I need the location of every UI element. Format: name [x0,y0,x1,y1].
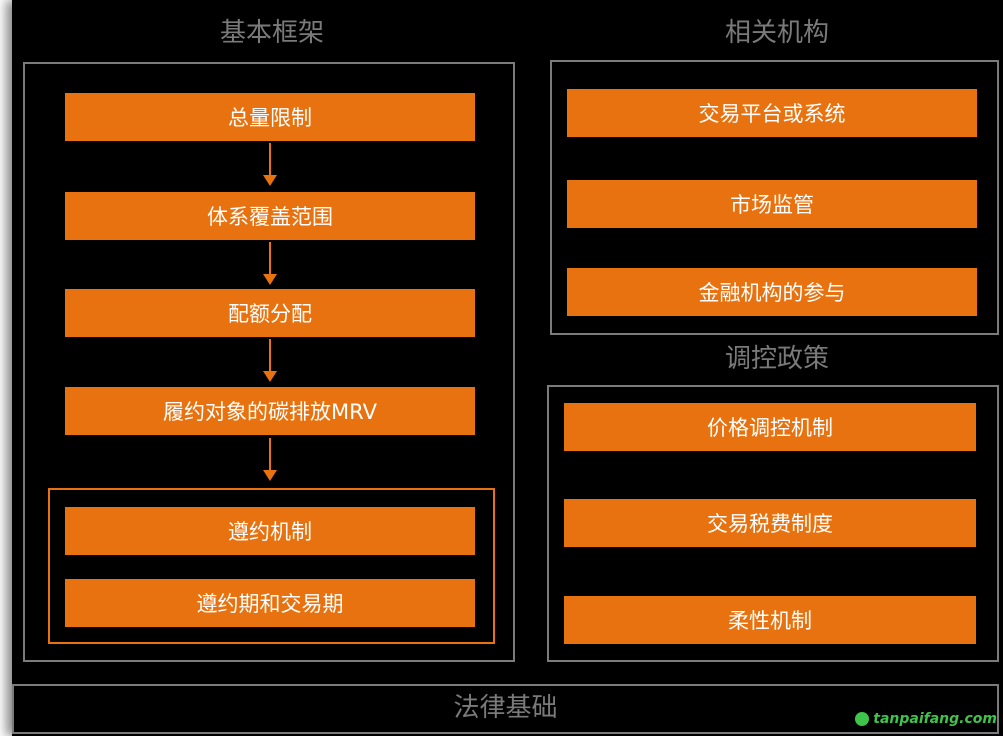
watermark: tanpaifang.com [855,711,997,727]
step-mrv: 履约对象的碳排放MRV [65,387,475,435]
step-total-cap: 总量限制 [65,93,475,141]
institution-market-supervision: 市场监管 [567,180,977,228]
framework-frame [23,62,515,662]
institutions-frame [550,60,999,335]
policy-flexible-mechanism: 柔性机制 [564,596,976,644]
diagram-board: 基本框架 总量限制 体系覆盖范围 配额分配 履约对象的碳排放MRV 遵约机制 遵… [12,0,1003,736]
institutions-title: 相关机构 [724,18,829,48]
step-allocation: 配额分配 [65,289,475,337]
framework-title: 基本框架 [219,18,324,48]
leaf-icon [855,712,870,726]
law-title: 法律基础 [453,693,558,723]
compliance-frame [48,488,495,644]
watermark-text: tanpaifang.com [873,711,997,727]
institution-trading-platform: 交易平台或系统 [567,89,977,137]
law-foundation-bar: 法律基础 [12,684,999,734]
arrow-down-1 [260,143,280,187]
compliance-mechanism: 遵约机制 [65,507,475,555]
arrow-down-2 [260,242,280,286]
institution-financial-participation: 金融机构的参与 [567,268,977,316]
policy-price-control: 价格调控机制 [564,403,976,451]
policy-frame [547,385,999,662]
arrow-down-3 [260,339,280,383]
policy-title: 调控政策 [724,344,829,374]
step-coverage: 体系覆盖范围 [65,192,475,240]
arrow-down-4 [260,438,280,482]
policy-tax-fee: 交易税费制度 [564,499,976,547]
compliance-periods: 遵约期和交易期 [65,579,475,627]
